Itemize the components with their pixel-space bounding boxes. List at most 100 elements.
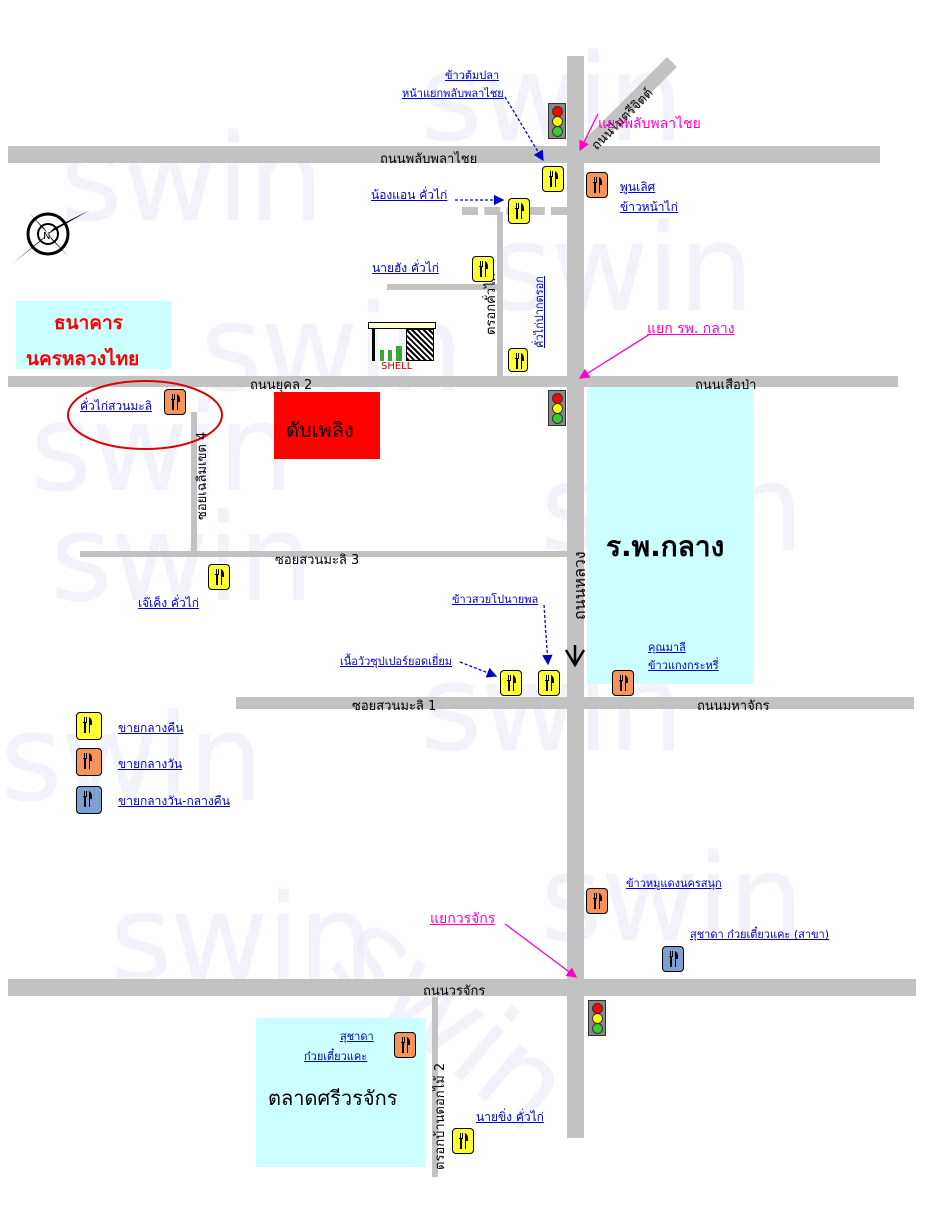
fork-knife-icon	[83, 791, 92, 807]
road-label-phahonyothin: ถนนพลับพลาไชย	[380, 152, 478, 167]
watermark: swin	[540, 830, 804, 969]
fire-station-label: ดับเพลิง	[286, 418, 354, 442]
restaurant-icon-jekeng[interactable]	[208, 564, 230, 590]
link-suchada-line2[interactable]: ก๋วยเตี๋ยวแคะ	[304, 1050, 368, 1063]
road-label-yukol: ถนนยุคล 2	[250, 378, 313, 393]
fork-knife-icon	[593, 893, 602, 909]
watermark: swin	[60, 110, 324, 249]
legend-night-icon	[76, 712, 102, 740]
road-label-luang: ถนนหลวง	[570, 551, 589, 620]
hospital-label: ร.พ.กลาง	[606, 530, 725, 563]
restaurant-icon-paktrok[interactable]	[508, 348, 528, 372]
restaurant-icon-suchada-branch[interactable]	[662, 946, 684, 972]
restaurant-icon-khunmali[interactable]	[612, 670, 634, 696]
road-dokmai-alley	[432, 997, 438, 1177]
restaurant-icon-khaomoo[interactable]	[586, 888, 608, 914]
fork-knife-icon	[171, 394, 180, 410]
road-worachak	[8, 979, 916, 996]
fork-knife-icon	[507, 675, 516, 691]
fork-knife-icon	[549, 171, 558, 187]
link-naikhing[interactable]: นายขิ่ง คั่วไก่	[476, 1110, 544, 1124]
legend-both-label: ขายกลางวัน-กลางคืน	[118, 794, 230, 808]
shell-label: SHELL	[381, 361, 413, 372]
restaurant-icon-nonganan[interactable]	[508, 198, 530, 224]
link-khunmali-line2[interactable]: ข้าวแกงกระหรี่	[648, 659, 719, 672]
road-label-worachak: ถนนวรจักร	[423, 984, 486, 999]
fork-knife-icon	[619, 675, 628, 691]
road-label-suanmali3: ซอยสวนมะลิ 3	[275, 553, 360, 568]
link-suchada-line1[interactable]: สุชาดา	[340, 1030, 374, 1043]
watermark: swin	[0, 690, 264, 829]
road-label-khuakai-alley: ตรอกคั่วไก่	[484, 273, 499, 335]
gas-station-icon	[368, 322, 436, 366]
road-luang	[567, 56, 584, 1138]
fork-knife-icon	[83, 753, 92, 769]
watermark: swin	[50, 490, 314, 629]
link-khaotom-line1[interactable]: ข้าวต้มปลา	[445, 69, 500, 82]
legend-night-label: ขายกลางคืน	[118, 721, 184, 735]
hospital-zone	[587, 387, 753, 684]
traffic-light-icon	[548, 103, 566, 139]
restaurant-icon-beef[interactable]	[500, 670, 522, 696]
link-beef[interactable]: เนื้อวัวซุปเปอร์ยอดเยี่ยม	[340, 655, 453, 668]
link-khaotom-line2[interactable]: หน้าแยกพลับพลาไชย	[402, 87, 504, 100]
svg-text:N: N	[43, 231, 50, 242]
fork-knife-icon	[669, 951, 678, 967]
legend-day-icon	[76, 748, 102, 776]
road-suanmali1	[236, 697, 914, 709]
road-suanmali3	[80, 551, 567, 557]
fork-knife-icon	[593, 177, 602, 193]
fork-knife-icon	[215, 569, 224, 585]
link-suchada-branch[interactable]: สุชาดา ก๋วยเตี๋ยวแคะ (สาขา)	[690, 928, 830, 941]
restaurant-icon-khaosuay[interactable]	[538, 670, 560, 696]
link-paktrok[interactable]: คั่วไก่ปากตรอก	[533, 276, 546, 348]
road-chaloem	[191, 412, 197, 552]
link-khunmali-line1[interactable]: คุณมาลี	[648, 641, 686, 654]
fork-knife-icon	[459, 1133, 468, 1149]
fork-knife-icon	[479, 261, 488, 277]
link-nonganan[interactable]: น้องแอน คั่วไก่	[371, 188, 448, 202]
traffic-light-icon	[588, 1000, 606, 1036]
fork-knife-icon	[515, 203, 524, 219]
restaurant-icon-suanmali[interactable]	[164, 389, 186, 415]
fork-knife-icon	[83, 717, 92, 733]
restaurant-icon-naikhing[interactable]	[452, 1128, 474, 1154]
legend-both-icon	[76, 786, 102, 814]
bank-zone	[16, 301, 171, 369]
link-poonsert-line2[interactable]: ข้าวหน้าไก่	[620, 200, 678, 214]
junction-hospital: แยก รพ. กลาง	[647, 321, 735, 337]
link-khaosuay[interactable]: ข้าวสวยโปนายพล	[452, 593, 539, 606]
junction-phalab: แยกพลับพลาไชย	[598, 116, 701, 132]
road-label-suapa: ถนนเสือป่า	[695, 378, 757, 393]
restaurant-icon-suchada[interactable]	[394, 1032, 416, 1058]
link-naihang[interactable]: นายฮัง คั่วไก่	[372, 261, 440, 275]
fork-knife-icon	[401, 1037, 410, 1053]
road-khuakai-alley	[497, 212, 503, 377]
road-naihang-lane	[387, 284, 497, 290]
road-label-suanmali1: ซอยสวนมะลิ 1	[352, 699, 437, 714]
bank-name-line1: ธนาคาร	[54, 312, 123, 334]
restaurant-icon-khaotom[interactable]	[542, 166, 564, 192]
fork-knife-icon	[515, 353, 524, 369]
road-label-mahachak: ถนนมหาจักร	[697, 699, 770, 714]
restaurant-icon-naihang[interactable]	[472, 256, 494, 282]
fire-station-zone	[274, 392, 380, 459]
restaurant-icon-poonsert[interactable]	[586, 172, 608, 198]
link-suanmali[interactable]: คั่วไก่สวนมะลิ	[80, 399, 153, 413]
road-label-chaloem: ซอยเฉลิมเขต 4	[195, 431, 210, 520]
link-poonsert-line1[interactable]: พูนเลิศ	[620, 180, 656, 194]
traffic-light-icon	[548, 390, 566, 426]
link-khaomoo[interactable]: ข้าวหมูแดงนครสนุก	[626, 877, 722, 890]
arrow-junction-hospital	[578, 333, 651, 379]
junction-worachak: แยกวรจักร	[430, 911, 496, 927]
legend-day-label: ขายกลางวัน	[118, 757, 183, 771]
road-label-dokmai-alley: ตรอกบ้านดอกไม้ 2	[433, 1062, 448, 1170]
market-label: ตลาดศรีวรจักร	[268, 1086, 398, 1110]
compass-icon: N	[12, 210, 90, 264]
link-jekeng[interactable]: เจ๊เค็ง คั่วไก่	[138, 596, 200, 610]
watermark: swin	[490, 200, 754, 339]
road-yukol	[8, 376, 898, 387]
bank-name-line2: นครหลวงไทย	[26, 348, 140, 370]
fork-knife-icon	[545, 675, 554, 691]
